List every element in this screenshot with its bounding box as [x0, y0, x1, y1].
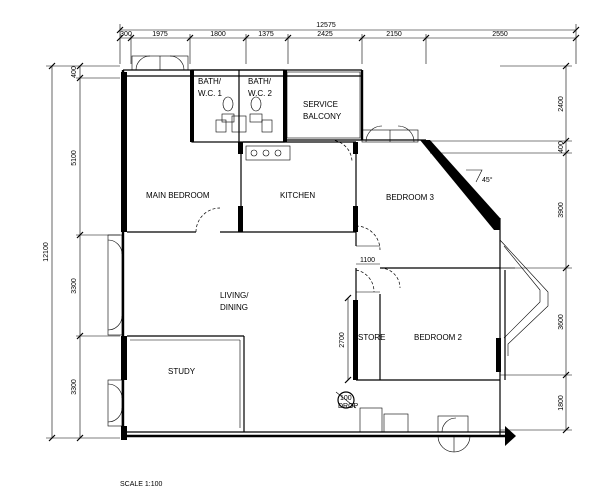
- dim-right-seg-5: 1800: [558, 395, 565, 411]
- top-left-window: [131, 55, 189, 71]
- main-bedroom-label: MAIN BEDROOM: [146, 191, 210, 200]
- study-label: STUDY: [168, 367, 196, 376]
- dim-top-seg-7: 2550: [492, 31, 508, 38]
- top-dimension-chain: [116, 24, 580, 64]
- bath1-label: BATH/: [198, 77, 222, 86]
- dim-top-seg-6: 2150: [386, 31, 402, 38]
- bath2-label-2: W.C. 2: [248, 89, 273, 98]
- bedroom3-bay: [361, 125, 549, 356]
- right-dimension-chain: [430, 62, 572, 434]
- dim-right-seg-4: 3600: [558, 314, 565, 330]
- service-balcony-label-2: BALCONY: [303, 112, 342, 121]
- refuse-drop: [335, 391, 409, 433]
- dim-top-seg-2: 1975: [152, 31, 168, 38]
- door-swings: [195, 139, 401, 293]
- service-balcony-label: SERVICE: [303, 100, 338, 109]
- outer-walls: [121, 69, 506, 440]
- store-label: STORE: [358, 333, 385, 342]
- left-dimension-chain: [46, 62, 120, 442]
- dim-top-total: 12575: [316, 22, 336, 29]
- angle-label: 45°: [482, 176, 493, 184]
- dim-top-seg-1: 300: [120, 31, 132, 38]
- dim-right-seg-3: 3900: [558, 202, 565, 218]
- dim-left-seg-1: 400: [71, 66, 78, 78]
- drop-label: DROP: [338, 403, 359, 410]
- left-windows: [107, 234, 123, 427]
- bedroom2-label: BEDROOM 2: [414, 333, 463, 342]
- scale-label: SCALE 1:100: [120, 481, 163, 488]
- angle-indicator: [466, 169, 483, 183]
- dim-top-seg-5: 2425: [317, 31, 333, 38]
- dim-top-seg-3: 1800: [210, 31, 226, 38]
- dim-left-seg-4: 3300: [71, 379, 78, 395]
- bath1-label-2: W.C. 1: [198, 89, 223, 98]
- interior-walls: [127, 141, 500, 432]
- dim-left-seg-2: 5100: [71, 150, 78, 166]
- dim-left-seg-3: 3300: [71, 278, 78, 294]
- entrance-arrow: [505, 426, 516, 446]
- service-balcony-walls: [286, 71, 362, 141]
- dim-right-seg-1: 2400: [558, 96, 565, 112]
- kitchen-sink: [245, 145, 291, 161]
- passage-dim-label: 1100: [360, 257, 375, 264]
- bedroom3-label: BEDROOM 3: [386, 193, 435, 202]
- dim-right-seg-2: 400: [558, 141, 565, 153]
- entrance-door: [437, 415, 471, 453]
- store-dim-label: 2700: [339, 332, 346, 348]
- dim-top-seg-4: 1375: [258, 31, 274, 38]
- living-label: LIVING/: [220, 291, 249, 300]
- bath2-label: BATH/: [248, 77, 272, 86]
- kitchen-label: KITCHEN: [280, 191, 315, 200]
- drop-size-label: 100: [340, 395, 352, 402]
- dim-left-total: 12100: [43, 242, 50, 262]
- store-dimension: [344, 294, 352, 384]
- living-label-2: DINING: [220, 303, 248, 312]
